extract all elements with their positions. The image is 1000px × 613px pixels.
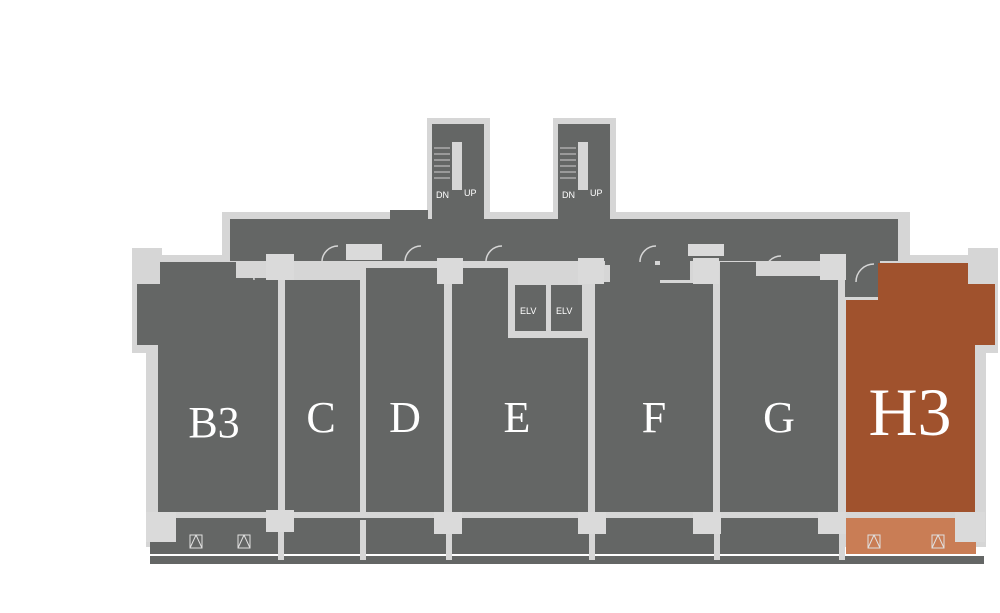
- corridor-bay: [605, 255, 655, 265]
- landing: [390, 210, 428, 219]
- unit-label: H3: [868, 374, 951, 450]
- unit-H3[interactable]: H3: [846, 263, 995, 512]
- corridor-bay: [845, 255, 880, 297]
- unit-label: C: [306, 393, 335, 442]
- unit-G[interactable]: G: [720, 262, 838, 512]
- unit-label: D: [389, 393, 421, 442]
- unit-C[interactable]: C: [285, 280, 360, 512]
- unit-label: G: [763, 393, 795, 442]
- stair-down-label: DN: [436, 190, 449, 200]
- stair-up-label: UP: [590, 188, 603, 198]
- structural-columns: [146, 244, 985, 542]
- unit-label: E: [504, 393, 531, 442]
- corridor: [230, 219, 898, 261]
- door-swings: [235, 245, 875, 283]
- stair-tower-2: DN UP: [558, 124, 610, 219]
- unit-B3[interactable]: B3: [137, 262, 278, 512]
- unit-D[interactable]: D: [366, 268, 444, 512]
- stair-down-label: DN: [562, 190, 575, 200]
- balcony-strip: [150, 518, 984, 564]
- elevator-label: ELV: [556, 306, 572, 316]
- unit-F[interactable]: F: [595, 265, 713, 512]
- stair-up-label: UP: [464, 188, 477, 198]
- unit-label: F: [642, 393, 666, 442]
- elevator-label: ELV: [520, 306, 536, 316]
- stair-tower-1: DN UP: [432, 124, 484, 219]
- unit-E[interactable]: E: [452, 268, 588, 512]
- unit-label: B3: [188, 398, 239, 447]
- balcony-markers: [189, 534, 945, 549]
- corridor-bay: [660, 255, 690, 280]
- elevator-core: ELV ELV: [513, 262, 588, 334]
